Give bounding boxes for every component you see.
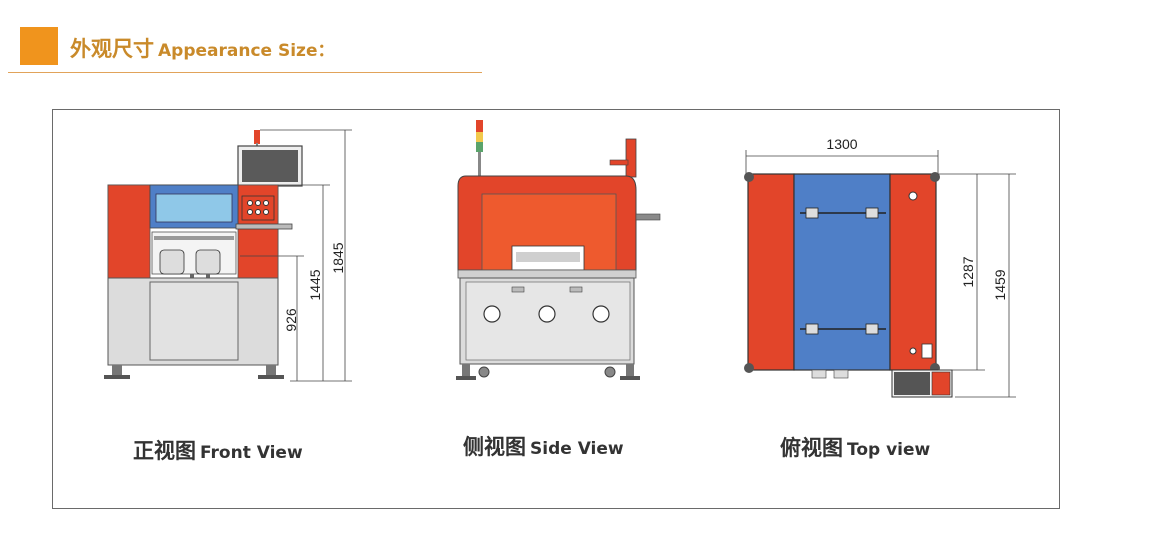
side-view-drawing bbox=[456, 120, 661, 380]
caption-top-cn: 俯视图 bbox=[780, 436, 843, 460]
caption-top-en: Top view bbox=[847, 440, 931, 460]
caption-front-en: Front View bbox=[200, 443, 303, 463]
front-view-drawing: 1845 1445 926 bbox=[104, 129, 352, 382]
drawings-frame bbox=[52, 109, 1060, 509]
caption-side-cn: 侧视图 bbox=[463, 435, 526, 459]
header-accent-square bbox=[20, 27, 58, 65]
top-dim-overall-depth: 1459 bbox=[992, 269, 1008, 300]
top-view-drawing: 1300 1287 bbox=[744, 136, 1016, 398]
page-title-en: Appearance Size： bbox=[158, 41, 335, 61]
caption-side-en: Side View bbox=[530, 439, 624, 459]
header-divider bbox=[8, 72, 482, 73]
caption-front-cn: 正视图 bbox=[133, 439, 196, 463]
top-dim-inner-depth: 1287 bbox=[960, 256, 976, 287]
front-dim-upper-height: 1445 bbox=[307, 269, 323, 300]
front-dim-lower-height: 926 bbox=[283, 308, 299, 332]
page-title-cn: 外观尺寸 bbox=[70, 37, 154, 61]
front-dim-overall-height: 1845 bbox=[330, 242, 346, 273]
top-dim-width: 1300 bbox=[826, 136, 857, 152]
